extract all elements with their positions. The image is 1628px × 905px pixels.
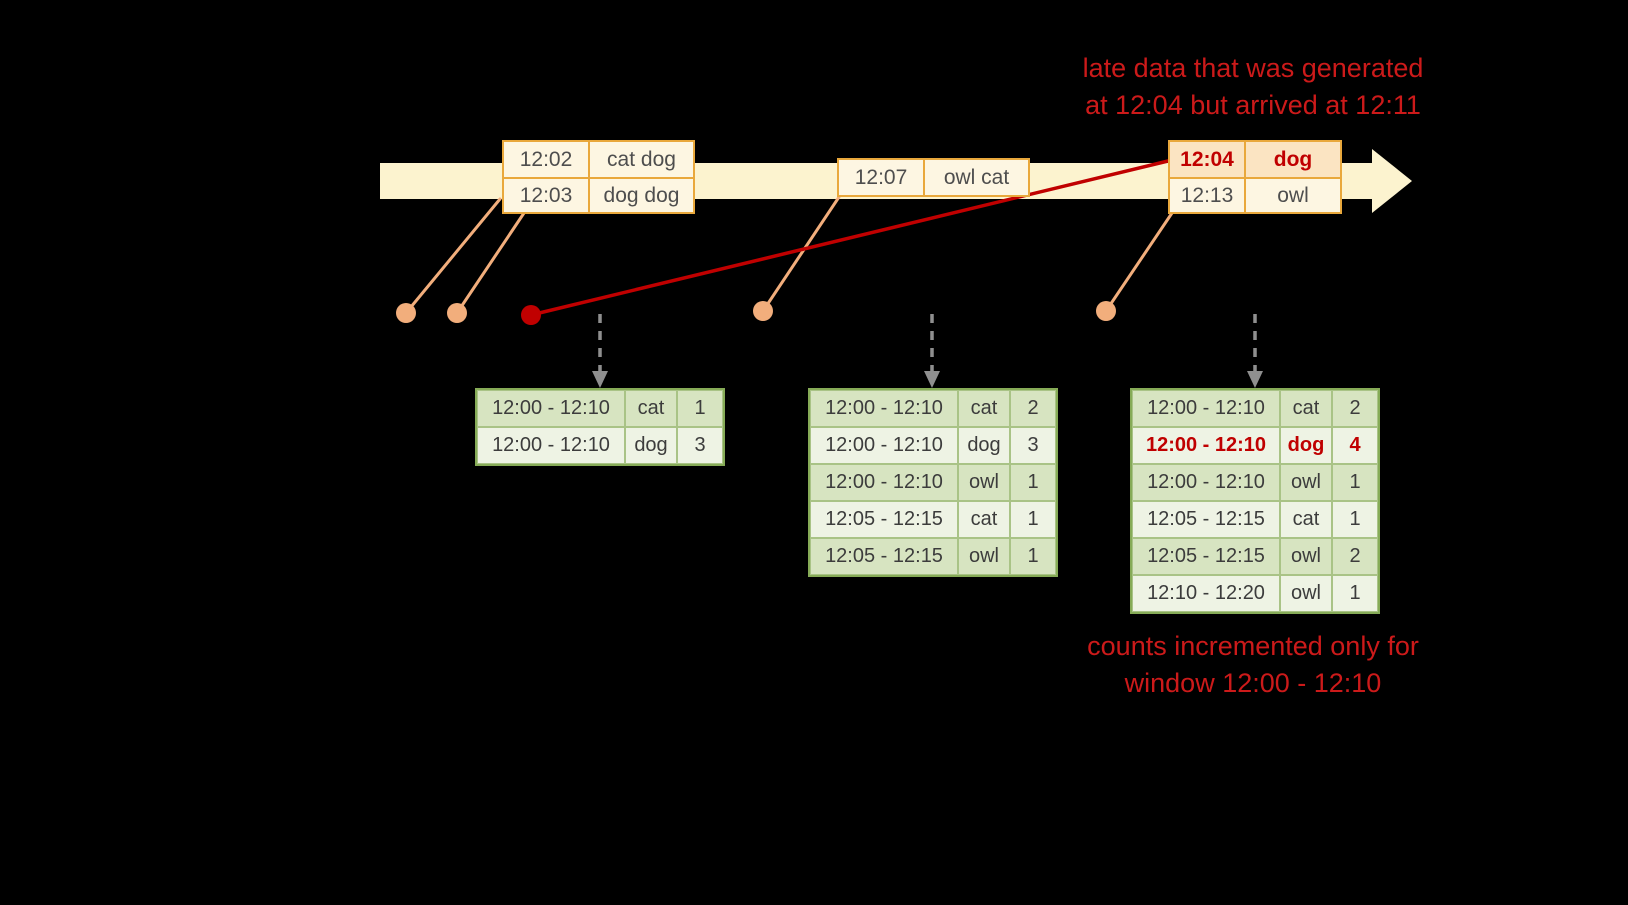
event-connector-line xyxy=(1104,211,1174,313)
count-cell: 2 xyxy=(1332,390,1378,427)
event-words: dog dog xyxy=(588,179,693,212)
table-row: 12:00 - 12:10 owl 1 xyxy=(1132,464,1378,501)
event-words: owl xyxy=(1244,179,1340,212)
table-row: 12:05 - 12:15 owl 2 xyxy=(1132,538,1378,575)
window-cell: 12:05 - 12:15 xyxy=(1132,538,1280,575)
word-cell: dog xyxy=(1280,427,1332,464)
event-time: 12:02 xyxy=(519,147,573,171)
event-words: owl cat xyxy=(923,160,1028,195)
window-cell: 12:00 - 12:10 xyxy=(810,427,958,464)
late-event-row: 12:04 dog xyxy=(1170,142,1340,177)
window-cell: 12:00 - 12:10 xyxy=(810,390,958,427)
event-connector-line xyxy=(761,195,841,313)
late-data-annotation: late data that was generated at 12:04 bu… xyxy=(1023,50,1483,124)
word-cell: owl xyxy=(958,538,1010,575)
result-table-2: 12:00 - 12:10 cat 2 12:00 - 12:10 dog 3 … xyxy=(808,388,1058,577)
event-words: dog xyxy=(1244,142,1340,177)
window-cell: 12:00 - 12:10 xyxy=(1132,427,1280,464)
counts-annotation-line1: counts incremented only for xyxy=(1087,631,1419,661)
table-row: 12:00 - 12:10 cat 2 xyxy=(810,390,1056,427)
event-dot xyxy=(447,303,467,323)
window-cell: 12:00 - 12:10 xyxy=(477,390,625,427)
window-cell: 12:05 - 12:15 xyxy=(810,538,958,575)
counts-annotation-line2: window 12:00 - 12:10 xyxy=(1124,668,1382,698)
table-row: 12:00 - 12:10 dog 3 xyxy=(810,427,1056,464)
table-row: 12:00 - 12:10 dog 3 xyxy=(477,427,723,464)
count-cell: 1 xyxy=(1010,464,1056,501)
table-row: 12:00 - 12:10 cat 2 xyxy=(1132,390,1378,427)
timeline-arrowhead-icon xyxy=(1372,149,1412,213)
event-words: cat dog xyxy=(588,142,693,177)
word-cell: cat xyxy=(958,390,1010,427)
event-dot xyxy=(396,303,416,323)
window-cell: 12:05 - 12:15 xyxy=(1132,501,1280,538)
word-cell: owl xyxy=(1280,575,1332,612)
window-cell: 12:10 - 12:20 xyxy=(1132,575,1280,612)
count-cell: 1 xyxy=(1332,464,1378,501)
word-cell: owl xyxy=(1280,538,1332,575)
table-row: 12:05 - 12:15 cat 1 xyxy=(1132,501,1378,538)
late-event-dot xyxy=(521,305,541,325)
result-table-3: 12:00 - 12:10 cat 2 12:00 - 12:10 dog 4 … xyxy=(1130,388,1380,614)
event-time: 12:03 xyxy=(519,183,573,207)
window-cell: 12:00 - 12:10 xyxy=(1132,464,1280,501)
table-row-updated: 12:00 - 12:10 dog 4 xyxy=(1132,427,1378,464)
table-row: 12:05 - 12:15 cat 1 xyxy=(810,501,1056,538)
event-time: 12:07 xyxy=(854,165,908,189)
word-cell: cat xyxy=(1280,390,1332,427)
event-box-1207: 12:07 owl cat xyxy=(837,158,1030,197)
window-cell: 12:05 - 12:15 xyxy=(810,501,958,538)
table-row: 12:00 - 12:10 owl 1 xyxy=(810,464,1056,501)
count-cell: 1 xyxy=(1332,575,1378,612)
count-cell: 3 xyxy=(1010,427,1056,464)
word-cell: owl xyxy=(958,464,1010,501)
event-row: 12:02 cat dog xyxy=(504,142,693,177)
window-cell: 12:00 - 12:10 xyxy=(1132,390,1280,427)
event-time: 12:04 xyxy=(1180,147,1234,171)
window-cell: 12:00 - 12:10 xyxy=(477,427,625,464)
event-box-1204-late: 12:04 dog 12:13 owl xyxy=(1168,140,1342,214)
word-cell: cat xyxy=(958,501,1010,538)
count-cell: 3 xyxy=(677,427,723,464)
late-data-connector-line xyxy=(529,159,1170,317)
count-cell: 4 xyxy=(1332,427,1378,464)
count-cell: 2 xyxy=(1010,390,1056,427)
count-cell: 1 xyxy=(1010,501,1056,538)
late-data-annotation-line2: at 12:04 but arrived at 12:11 xyxy=(1085,90,1421,120)
result-table-1: 12:00 - 12:10 cat 1 12:00 - 12:10 dog 3 xyxy=(475,388,725,466)
event-time: 12:13 xyxy=(1180,183,1234,207)
word-cell: dog xyxy=(625,427,677,464)
table-row: 12:10 - 12:20 owl 1 xyxy=(1132,575,1378,612)
late-data-annotation-line1: late data that was generated xyxy=(1082,53,1424,83)
table-row: 12:05 - 12:15 owl 1 xyxy=(810,538,1056,575)
word-cell: dog xyxy=(958,427,1010,464)
event-box-1202: 12:02 cat dog 12:03 dog dog xyxy=(502,140,695,214)
event-dot xyxy=(1096,301,1116,321)
word-cell: owl xyxy=(1280,464,1332,501)
event-dot xyxy=(753,301,773,321)
table-row: 12:00 - 12:10 cat 1 xyxy=(477,390,723,427)
count-cell: 1 xyxy=(1010,538,1056,575)
word-cell: cat xyxy=(625,390,677,427)
count-cell: 1 xyxy=(677,390,723,427)
event-connector-line xyxy=(404,197,502,315)
word-cell: cat xyxy=(1280,501,1332,538)
trigger-arrowhead-icon xyxy=(592,371,608,388)
trigger-arrowhead-icon xyxy=(1247,371,1263,388)
count-cell: 1 xyxy=(1332,501,1378,538)
window-cell: 12:00 - 12:10 xyxy=(810,464,958,501)
event-row: 12:03 dog dog xyxy=(504,177,693,212)
counts-annotation: counts incremented only for window 12:00… xyxy=(1023,628,1483,702)
event-row: 12:07 owl cat xyxy=(839,160,1028,195)
count-cell: 2 xyxy=(1332,538,1378,575)
trigger-arrowhead-icon xyxy=(924,371,940,388)
event-connector-line xyxy=(455,211,526,315)
event-row: 12:13 owl xyxy=(1170,177,1340,212)
